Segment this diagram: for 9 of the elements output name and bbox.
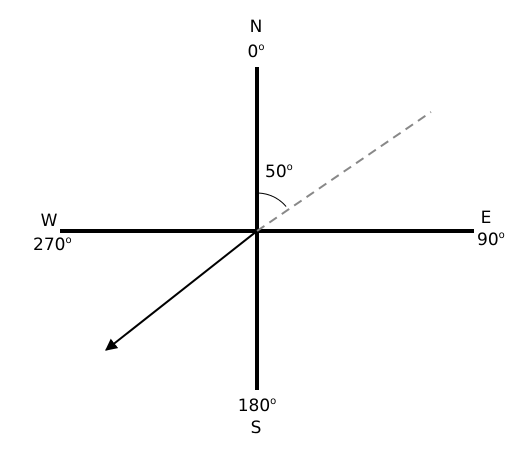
direction-label: S xyxy=(250,418,262,438)
direction-label: E xyxy=(480,208,492,228)
degree-label: 270$^{o}$ xyxy=(33,235,72,255)
direction-label: W xyxy=(40,211,58,231)
direction-label: N xyxy=(250,17,262,37)
degree-label: 0$^{o}$ xyxy=(248,42,264,62)
degree-label: 90$^{o}$ xyxy=(477,230,505,250)
degree-label: 180$^{o}$ xyxy=(238,396,276,416)
angle-label: 50$^{o}$ xyxy=(265,162,293,182)
